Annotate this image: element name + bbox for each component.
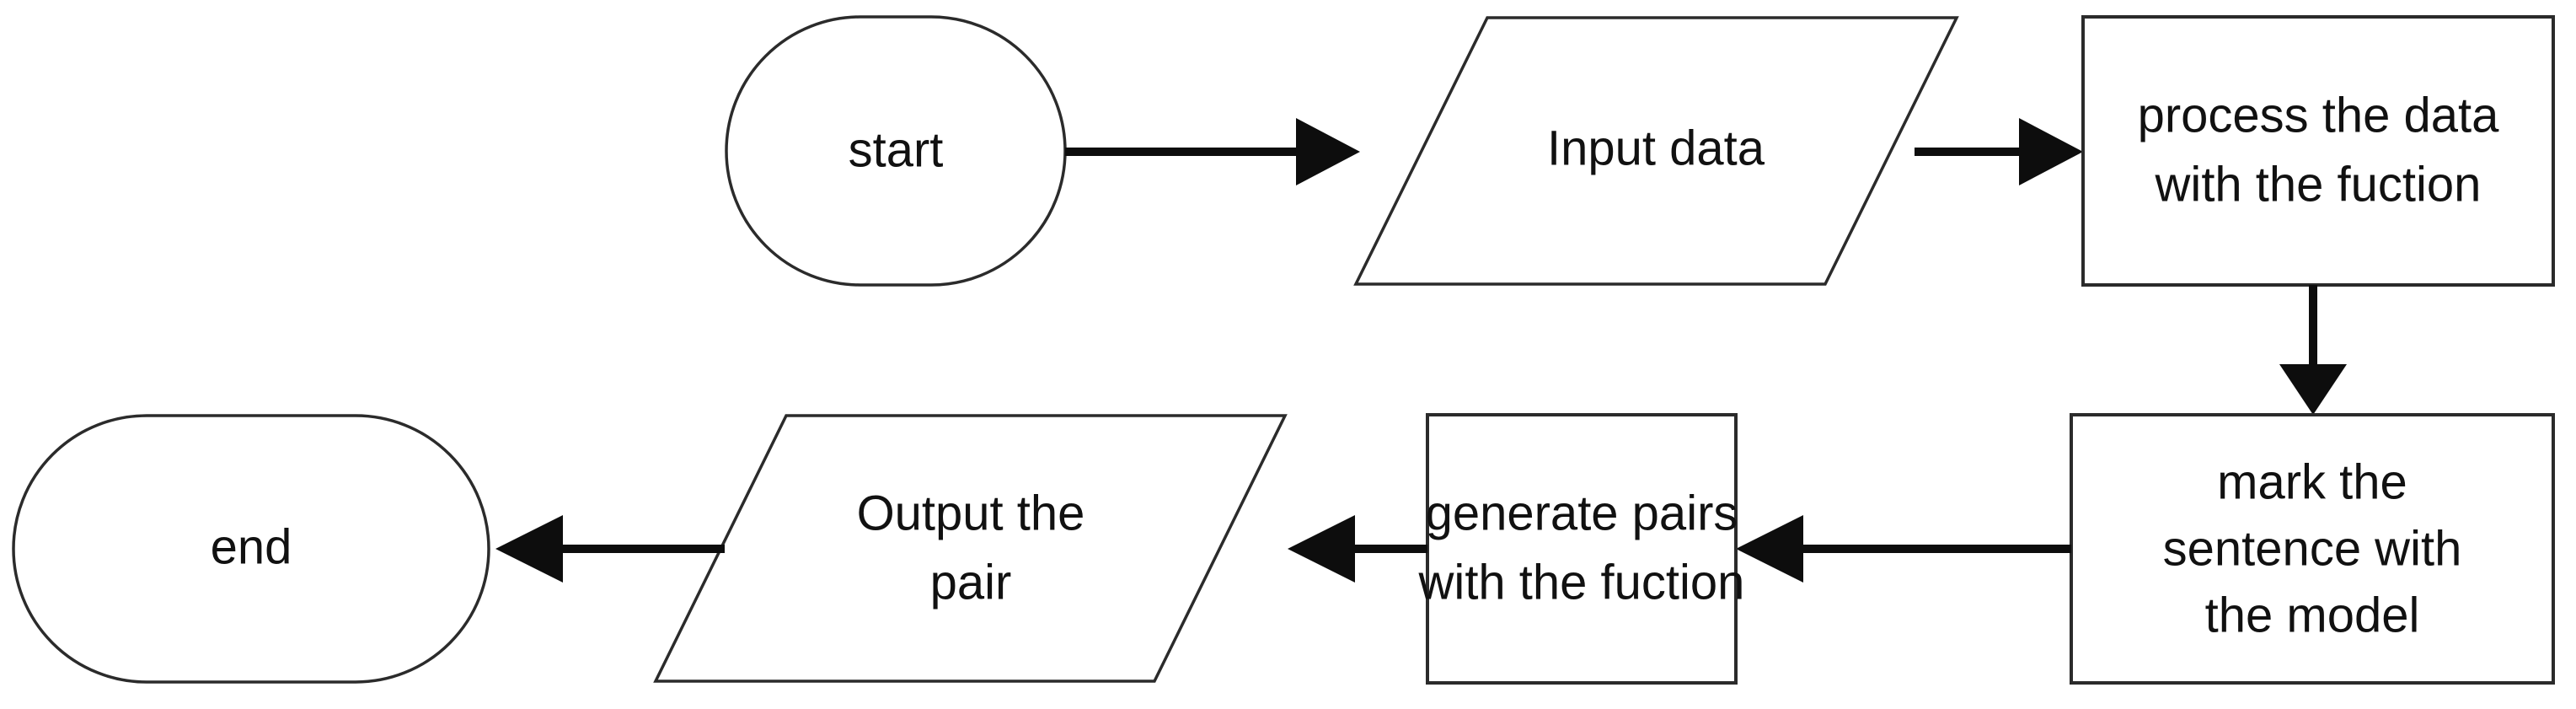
edge-generate-to-output (1288, 515, 1427, 583)
edge-start-to-input-arrowhead (1296, 118, 1360, 185)
generate-pairs-label-line2: with the fuction (1418, 555, 1745, 610)
edge-mark-to-generate-arrowhead (1736, 515, 1803, 583)
input-data-shape (1353, 16, 1959, 286)
process-data-label-line1: process the data (2138, 88, 2500, 142)
edge-mark-to-generate (1736, 515, 2071, 583)
node-output-pair[interactable]: Output the pair (653, 414, 1288, 683)
edge-input-to-process (1915, 118, 2083, 185)
mark-sentence-label-line2: sentence with (2163, 521, 2462, 576)
node-generate-pairs[interactable]: generate pairs with the fuction (1418, 413, 1745, 685)
node-input-data[interactable]: Input data (1353, 16, 1959, 286)
edge-process-to-mark-arrowhead (2279, 364, 2347, 415)
edge-generate-to-output-arrowhead (1288, 515, 1355, 583)
input-data-label: Input data (1547, 121, 1765, 175)
node-mark-sentence[interactable]: mark the sentence with the model (2070, 413, 2555, 685)
output-pair-label-line2: pair (930, 555, 1012, 610)
edge-start-to-input (1065, 118, 1360, 185)
mark-sentence-label-line1: mark the (2217, 454, 2407, 509)
output-pair-shape (653, 414, 1288, 683)
mark-sentence-shape (2070, 413, 2555, 685)
edge-output-to-end (495, 515, 725, 583)
generate-pairs-label-line1: generate pairs (1426, 486, 1738, 540)
output-pair-label-line1: Output the (857, 486, 1085, 540)
edge-output-to-end-arrowhead (495, 515, 563, 583)
start-label: start (849, 122, 944, 177)
process-data-label-line2: with the fuction (2155, 157, 2482, 212)
end-shape (12, 414, 490, 684)
process-data-shape (2081, 15, 2555, 287)
node-end[interactable]: end (12, 414, 490, 684)
edge-input-to-process-arrowhead (2019, 118, 2083, 185)
end-label: end (211, 519, 292, 574)
edge-process-to-mark (2279, 285, 2347, 415)
node-process-data[interactable]: process the data with the fuction (2081, 15, 2555, 287)
mark-sentence-label-line3: the model (2205, 588, 2420, 642)
generate-pairs-shape (1426, 413, 1738, 685)
node-start[interactable]: start (725, 15, 1067, 287)
